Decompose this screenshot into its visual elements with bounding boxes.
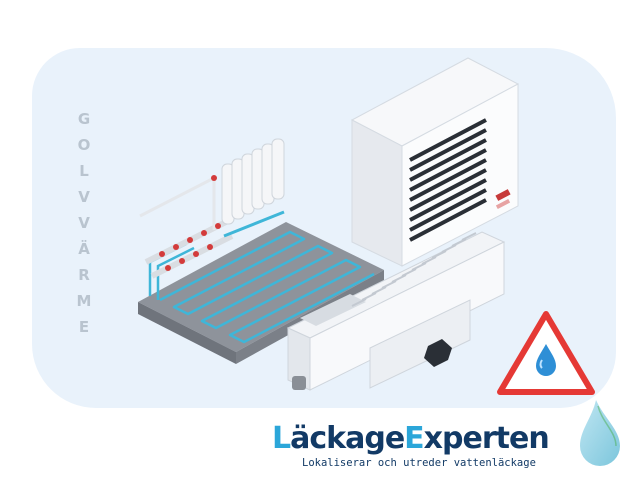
vertical-letter: V	[78, 214, 90, 232]
vertical-letter: V	[78, 188, 90, 206]
radiator	[211, 138, 285, 230]
vertical-letter: E	[78, 318, 90, 336]
water-drop-icon	[536, 344, 556, 376]
vertical-letter: R	[78, 266, 90, 284]
logo-word-experten: xperten	[423, 421, 550, 456]
vertical-title-golvvarme: G O L V V Ä R M E	[70, 108, 98, 338]
logo-wordmark: LäckageExperten	[272, 422, 592, 456]
brand-logo: LäckageExperten Lokaliserar och utreder …	[272, 422, 592, 470]
convector-heater	[286, 231, 506, 391]
vertical-letter: G	[77, 110, 91, 128]
logo-initial-e: E	[404, 421, 424, 456]
vertical-letter: O	[77, 136, 91, 154]
vertical-letter: M	[76, 292, 92, 310]
warning-triangle-icon	[497, 311, 595, 395]
vertical-letter: Ä	[78, 240, 90, 258]
logo-word-lackage: äckage	[290, 421, 405, 456]
large-water-drop-icon	[580, 400, 620, 466]
vertical-letter: L	[79, 162, 89, 180]
logo-tagline: Lokaliserar och utreder vattenläckage	[302, 457, 536, 469]
heat-pump-unit	[350, 57, 520, 267]
logo-initial-l: L	[272, 421, 291, 456]
